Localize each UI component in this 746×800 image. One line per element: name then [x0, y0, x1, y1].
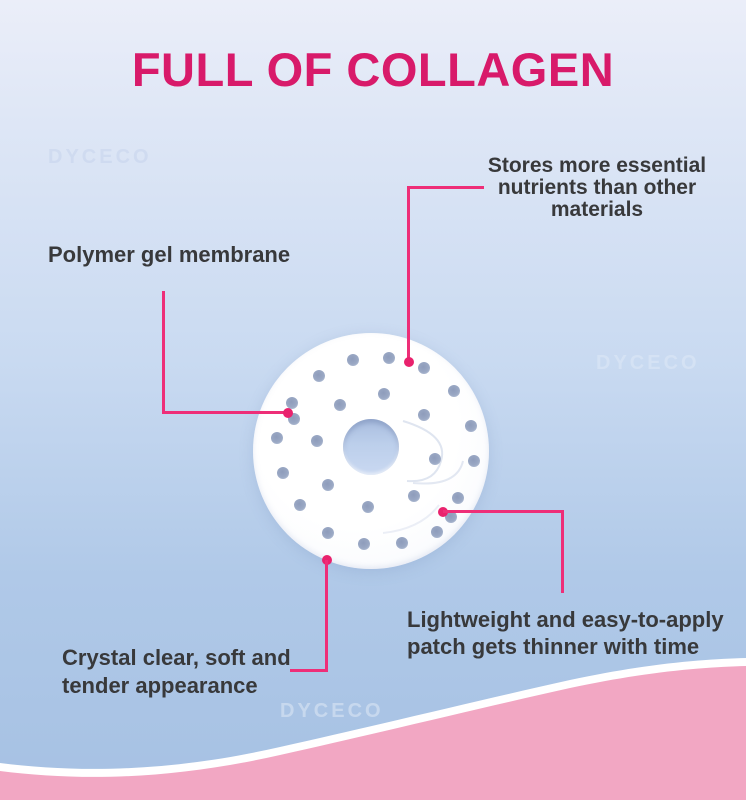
label-crystal-clear: Crystal clear, soft and tender appearanc… — [62, 644, 291, 700]
callout-line-polymer-vertical — [162, 291, 165, 414]
patch-hole — [396, 537, 408, 549]
patch-hole — [334, 399, 346, 411]
patch-hole — [418, 409, 430, 421]
patch-hole — [408, 490, 420, 502]
page-title: FULL OF COLLAGEN — [131, 43, 615, 96]
wave-pink-fill — [0, 666, 746, 800]
patch-hole — [358, 538, 370, 550]
callout-line-lightweight-vertical — [561, 510, 564, 593]
label-line: Lightweight and easy-to-apply — [407, 607, 724, 632]
label-line: patch gets thinner with time — [407, 634, 700, 659]
callout-line-crystal-vertical — [325, 560, 328, 672]
callout-line-crystal-horizontal — [290, 669, 328, 672]
patch-hole — [452, 492, 464, 504]
label-polymer-gel-membrane: Polymer gel membrane — [48, 242, 290, 268]
patch-hole — [313, 370, 325, 382]
patch-center-hole — [343, 419, 399, 475]
label-line: Polymer gel membrane — [48, 242, 291, 267]
label-line: tender appearance — [62, 673, 258, 698]
patch-hole — [294, 499, 306, 511]
patch-hole — [322, 479, 334, 491]
patch-hole — [445, 511, 457, 523]
patch-hole — [378, 388, 390, 400]
label-line: materials — [550, 198, 644, 221]
label-line: Stores more essential — [487, 154, 707, 177]
callout-line-polymer-horizontal — [162, 411, 288, 414]
callout-line-stores-horizontal — [407, 186, 484, 189]
patch-hole — [431, 526, 443, 538]
patch-hole — [277, 467, 289, 479]
patch-hole — [347, 354, 359, 366]
callout-dot-polymer — [283, 408, 293, 418]
patch-hole — [468, 455, 480, 467]
callout-dot-stores — [404, 357, 414, 367]
label-stores-more-nutrients: Stores more essential nutrients than oth… — [450, 155, 744, 221]
watermark-text: DYCECO — [596, 352, 700, 374]
watermark-text: DYCECO — [48, 146, 152, 168]
callout-line-lightweight-horizontal — [443, 510, 564, 513]
patch-hole — [322, 527, 334, 539]
patch-hole — [448, 385, 460, 397]
patch-wrinkle-lines — [382, 420, 464, 534]
patch-hole — [418, 362, 430, 374]
patch-hole — [286, 397, 298, 409]
patch-hole — [429, 453, 441, 465]
patch-hole — [383, 352, 395, 364]
label-line: nutrients than other — [497, 176, 697, 199]
label-lightweight-patch: Lightweight and easy-to-apply patch gets… — [407, 606, 724, 660]
patch-hole — [362, 501, 374, 513]
patch-hole — [465, 420, 477, 432]
patch-hole — [271, 432, 283, 444]
collagen-patch-image — [253, 333, 489, 569]
pink-wave-footer — [0, 658, 746, 800]
label-line: Crystal clear, soft and — [62, 645, 291, 670]
callout-line-stores-vertical — [407, 186, 410, 362]
patch-hole — [311, 435, 323, 447]
